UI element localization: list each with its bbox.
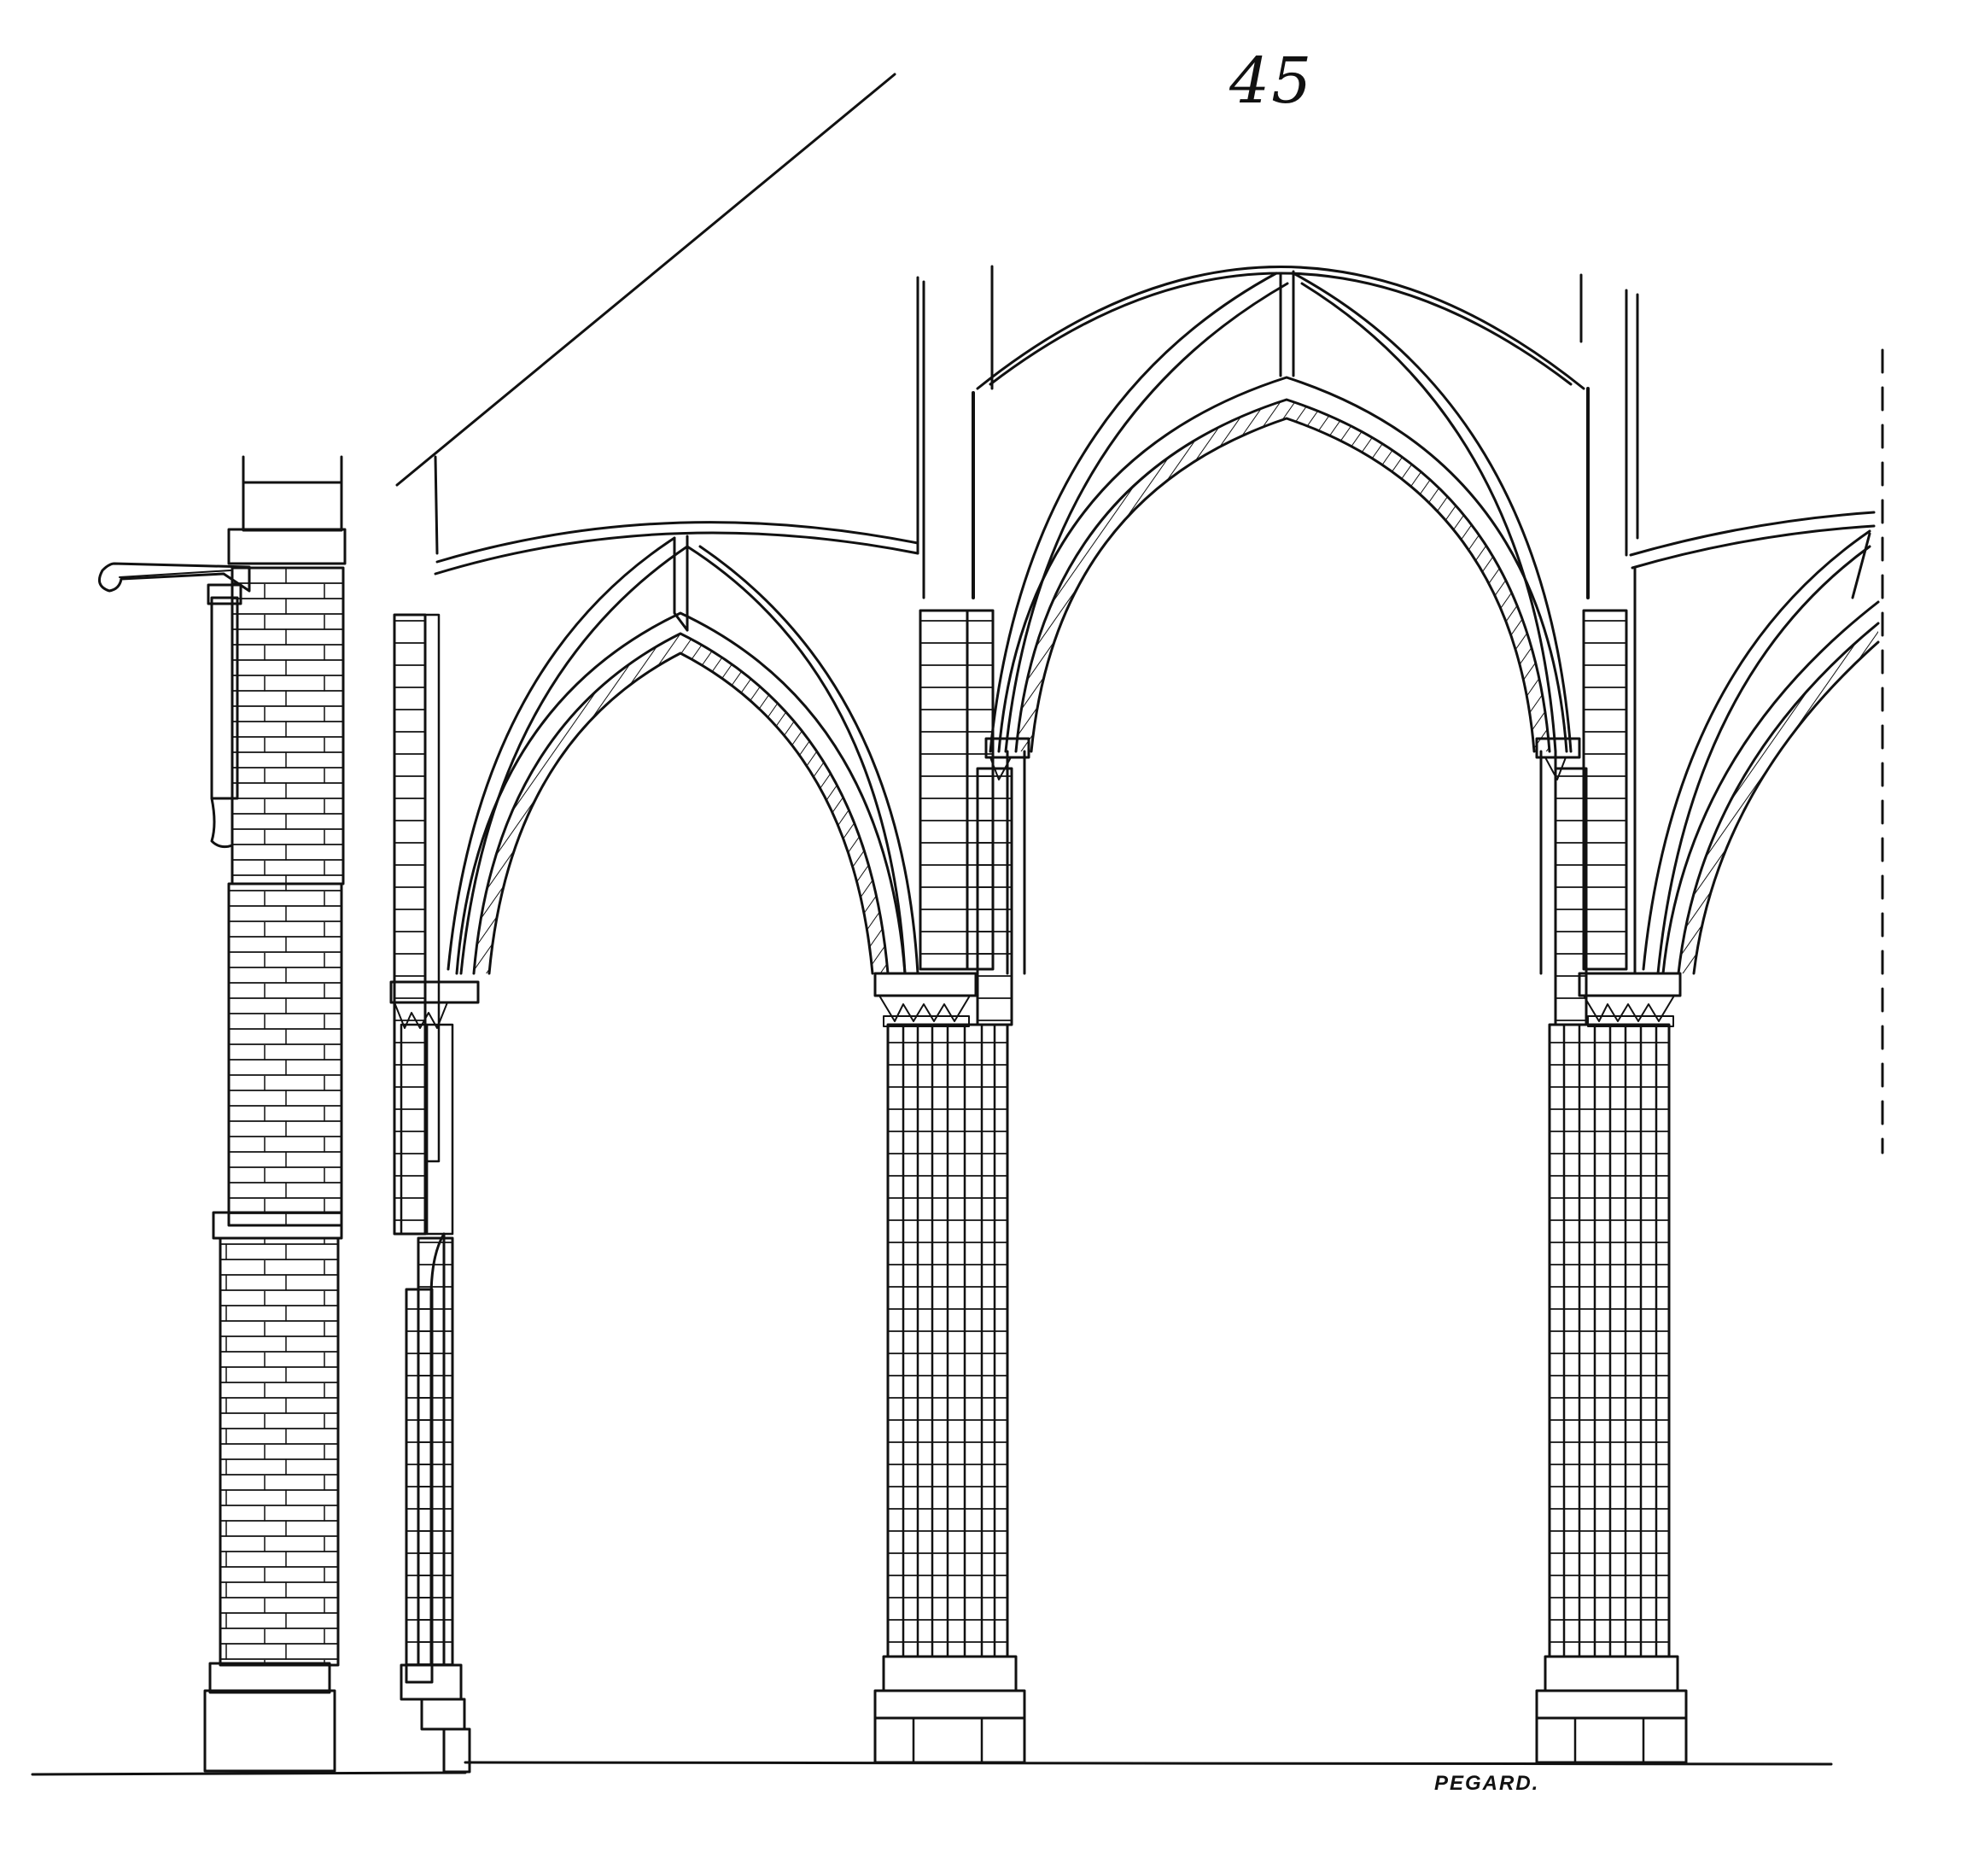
outer-buttress-wall: [97, 455, 347, 1773]
center-arch: [972, 265, 1590, 975]
center-left-pier: [873, 276, 1026, 1764]
center-right-pier: [1535, 289, 1688, 1764]
ground-line: [31, 1761, 1833, 1776]
left-arch: [434, 521, 919, 975]
figure-number: 45: [1229, 44, 1314, 118]
right-arch: [1629, 293, 1884, 1154]
aisle-wall-respond: [389, 613, 480, 1774]
aisle-roof-slope: [395, 73, 896, 555]
engraver-signature: PEGARD.: [1434, 1772, 1540, 1795]
